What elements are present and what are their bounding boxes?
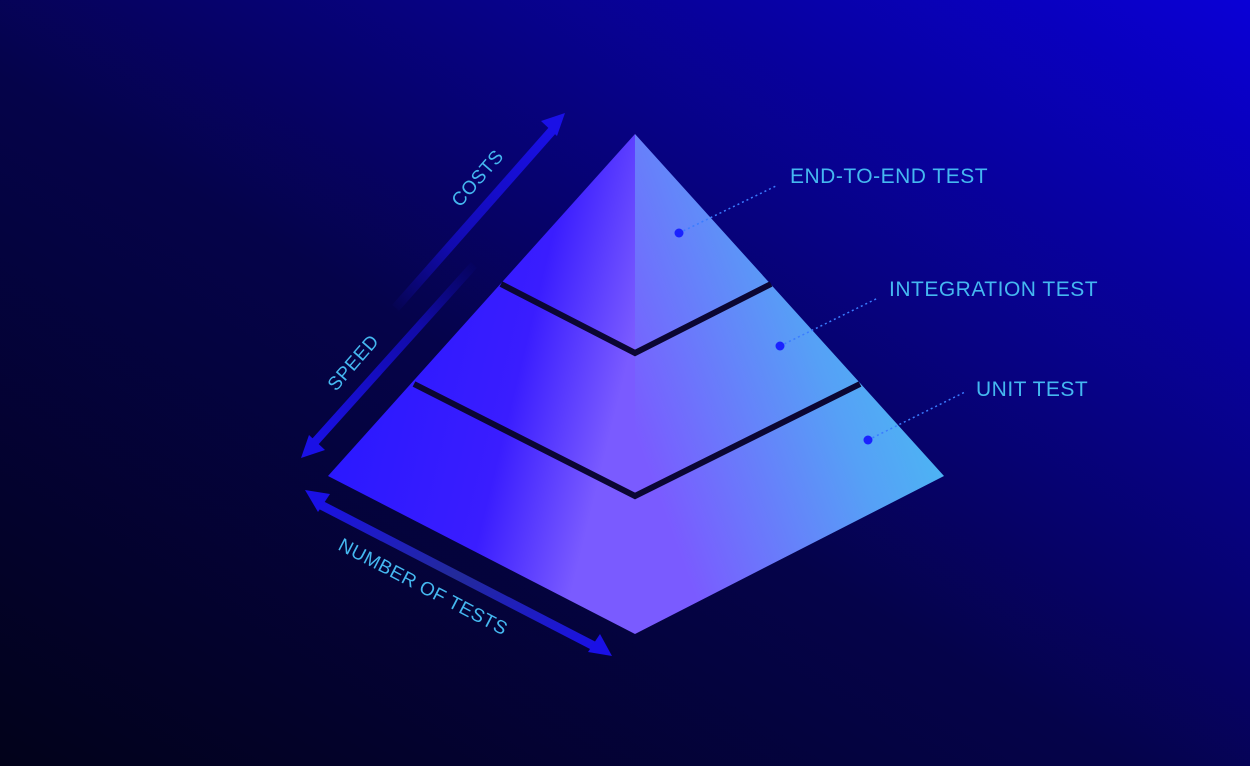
pyramid-right-face [635, 134, 944, 634]
number-of-tests-arrow [305, 490, 612, 656]
leader-dot [863, 435, 873, 445]
leader-line [779, 297, 879, 347]
leader-dot [674, 228, 684, 238]
leader-line [678, 184, 779, 234]
separator-bottom [412, 381, 862, 500]
arrow-up-left-icon [305, 490, 330, 512]
layer-label-unit: UNIT TEST [976, 378, 1088, 401]
leader-integration [775, 297, 879, 351]
costs-arrow-shaft [392, 126, 557, 311]
speed-arrow [301, 262, 477, 458]
layer-label-integration: INTEGRATION TEST [889, 278, 1098, 301]
arrow-up-right-icon [541, 113, 565, 136]
separator-top [499, 281, 773, 357]
costs-arrow [392, 113, 565, 311]
arrow-down-right-icon [588, 634, 612, 656]
layer-label-end-to-end: END-TO-END TEST [790, 165, 988, 188]
leader-unit [863, 391, 966, 445]
pyramid [328, 134, 944, 634]
leader-end-to-end [674, 184, 779, 238]
pyramid-left-face [328, 134, 635, 634]
leader-line [867, 391, 966, 441]
arrow-down-left-icon [301, 435, 325, 458]
number-arrow-shaft [317, 500, 596, 650]
speed-arrow-shaft [311, 262, 477, 446]
leader-dot [775, 341, 785, 351]
